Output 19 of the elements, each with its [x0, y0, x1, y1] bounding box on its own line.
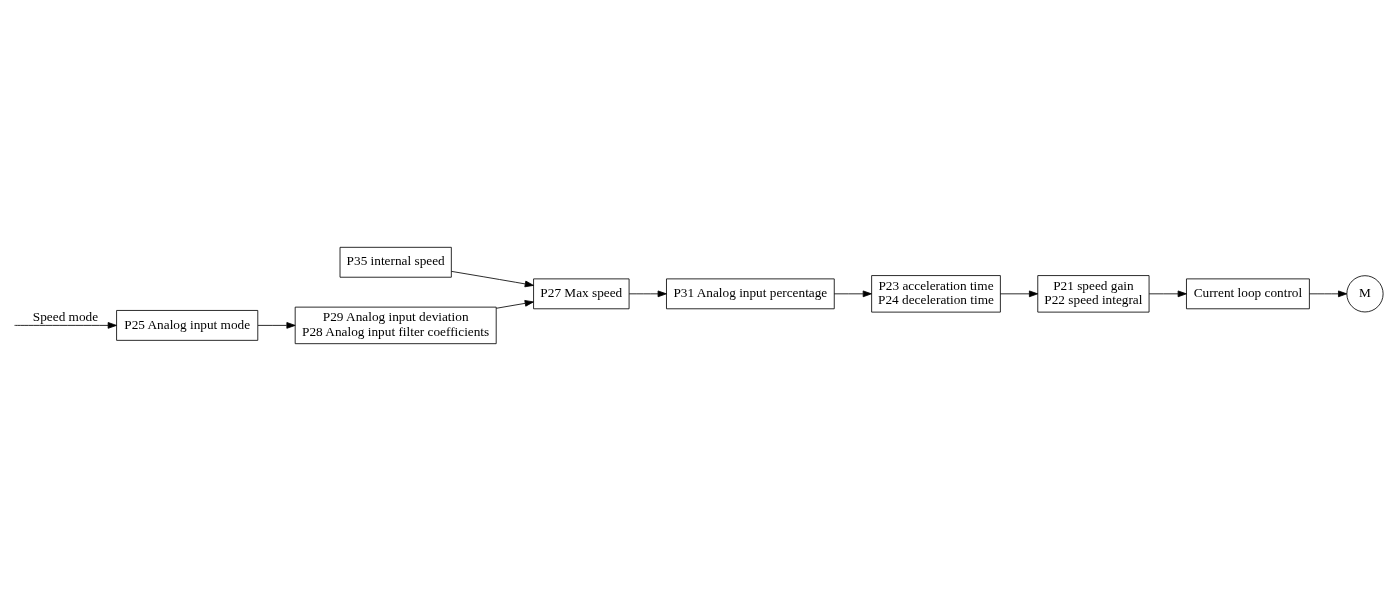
arrow: [1000, 290, 1039, 297]
arrow: [14, 321, 117, 329]
node-box: P23 acceleration time P24 deceleration time: [871, 274, 1001, 313]
node-box: Current loop control: [1186, 277, 1310, 309]
arrow: [628, 290, 667, 297]
node-box: P25 Analog input mode: [116, 309, 259, 341]
node-box: P35 internal speed: [339, 246, 452, 278]
node-circle: M: [1346, 274, 1384, 312]
arrow: [257, 321, 296, 329]
node-box: P29 Analog input deviation P28 Analog input filter coefficients: [294, 306, 497, 344]
node-box: P21 speed gain P22 speed integral: [1037, 274, 1150, 313]
edge-label: Speed mode: [32, 308, 99, 324]
node-box: P27 Max speed: [533, 277, 630, 309]
arrow: [1148, 290, 1187, 297]
arrow: [1309, 290, 1348, 297]
arrow: [833, 290, 872, 297]
arrow: [495, 299, 534, 309]
node-box: P31 Analog input percentage: [666, 277, 835, 309]
arrow: [451, 270, 534, 287]
